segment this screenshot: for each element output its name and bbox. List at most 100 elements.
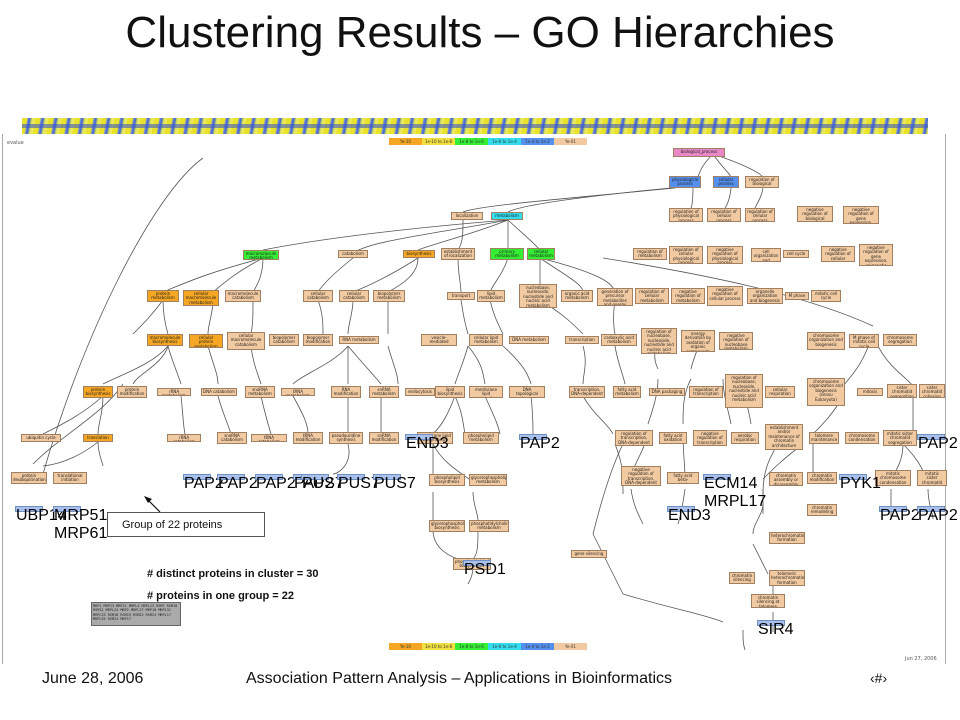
- go-node-snrna-metabolism: snRNA metabolism: [369, 386, 399, 398]
- go-node-neg-regulation-metabolism: negative regulation of metabolism: [671, 288, 705, 304]
- go-node-phospholipid-biosynthesis: phospholipid biosynthesis: [429, 474, 465, 486]
- go-node-fatty-acid-metabolism: fatty acid metabolism: [613, 386, 641, 398]
- go-node-chromosome-organization: chromosome organization and biogenesis: [807, 332, 845, 350]
- go-node-macromolecule-biosynthesis: macromolecule biosynthesis: [147, 334, 183, 346]
- go-node-transcription: transcription: [565, 336, 599, 344]
- go-node-mitotic-sister-chromatid-segregation: mitotic sister chromatid segregation: [883, 430, 917, 446]
- go-node-regulation-nucleobase-b: regulation of nucleobase, nucleoside, nu…: [725, 374, 763, 408]
- go-node-primary-metabolism: primary metabolism: [490, 248, 524, 260]
- legend-bottom-item-1: Ye-10: [389, 643, 422, 650]
- gene-pap2-f: PAP2: [879, 506, 920, 524]
- gene-pus7-b: PUS7: [337, 474, 380, 492]
- go-node-chromosome-condensation: chromosome condensation: [845, 432, 879, 444]
- gene-pap2-a: PAP2: [183, 474, 224, 492]
- note-group-proteins: # proteins in one group = 22: [147, 590, 294, 602]
- go-node-biopolymer-catabolism: biopolymer catabolism: [269, 334, 299, 346]
- legend-bottom-item-3: 1e-8 to 1e-6: [455, 643, 488, 650]
- go-node-rna-metabolism: RNA metabolism: [339, 336, 379, 344]
- footer-page-number: ‹#›: [870, 670, 888, 686]
- gene-pus7-c: PUS7: [373, 474, 416, 492]
- go-node-sister-chromatid-segregation: sister chromatid segregation: [887, 384, 917, 398]
- legend-item-3: 1e-8 to 1e-6: [455, 138, 488, 145]
- go-node-root: biological_process: [673, 148, 725, 157]
- gene-end3-b: END3: [667, 506, 711, 524]
- go-node-dna-metabolism: DNA metabolism: [509, 336, 549, 344]
- go-node-transcription-dna: transcription, DNA-dependent: [569, 386, 605, 398]
- go-node-chromatin-silencing: chromatin silencing: [729, 572, 755, 584]
- go-node-trna-modification: tRNA modification: [293, 432, 323, 444]
- go-node-neg-regulation-phys: negative regulation of physiological pro…: [707, 246, 743, 264]
- legend-item-2: 1e-10 to 1e-8: [422, 138, 455, 145]
- go-node-membrane-lipid-metabolism: membrane lipid metabolism: [469, 386, 503, 398]
- go-node-sister-chromatid-cohesion: sister chromatid cohesion: [919, 384, 945, 398]
- gene-pap2-c: PAP2: [255, 474, 296, 492]
- go-node-carboxylic-acid-metabolism: carboxylic acid metabolism: [601, 334, 637, 346]
- group-callout: Group of 22 proteins: [107, 512, 265, 537]
- go-node-neg-regulation-transcription: negative regulation of transcription: [693, 430, 727, 446]
- legend-item-6: Ye-01: [554, 138, 587, 145]
- go-node-mitotic-chromosome-condensation: mitotic chromosome condensation: [875, 470, 911, 486]
- legend-item-4: 1e-6 to 1e-4: [488, 138, 521, 145]
- go-node-regulation-cellular-process: regulation of cellular process: [707, 208, 741, 222]
- go-node-chromosome-organization-euk: chromosome organization and biogenesis (…: [807, 378, 845, 406]
- legend-bottom-item-2: 1e-10 to 1e-8: [422, 643, 455, 650]
- go-node-catabolism: catabolism: [338, 250, 368, 258]
- go-node-protein-modification: protein modification: [117, 386, 147, 398]
- graph-header-label: evalue: [7, 140, 24, 146]
- legend-bottom-item-4: 1e-6 to 1e-4: [488, 643, 521, 650]
- go-node-snrna-modification: snRNA modification: [369, 432, 399, 444]
- go-node-regulation-physiological: regulation of physiological process: [669, 208, 703, 222]
- go-node-neg-regulation-cellular: negative regulation of cellular process: [821, 246, 855, 262]
- go-node-heterochromatin-formation: heterochromatin formation: [769, 532, 805, 544]
- go-node-biopolymer-metabolism: biopolymer metabolism: [373, 290, 405, 302]
- go-node-nucleobase-metabolism: nucleobase, nucleoside, nucleotide and n…: [519, 284, 557, 308]
- go-node-neg-regulation-transcription-dna: negative regulation of transcription, DN…: [621, 466, 661, 486]
- go-node-aerobic-respiration: aerobic respiration: [731, 432, 759, 444]
- go-node-transport: transport: [447, 292, 475, 300]
- go-node-trna-metabolism: tRNA metabolism: [281, 388, 315, 396]
- legend-bottom: Ye-10 1e-10 to 1e-8 1e-8 to 1e-6 1e-6 to…: [389, 643, 587, 650]
- go-node-mitosis: mitosis: [857, 388, 883, 396]
- protein-group-box: MRP1 MRP13 MRP21 MRPL4 MRPL13 RSM7 RSM10…: [91, 602, 181, 626]
- go-node-snorna-metabolism: snoRNA metabolism: [245, 386, 275, 398]
- go-node-lipid-biosynthesis: lipid biosynthesis: [435, 386, 465, 398]
- go-node-cellular-metabolism: cellular metabolism: [527, 248, 555, 260]
- go-node-regulation-metabolism: regulation of metabolism: [633, 248, 667, 260]
- go-node-ubiquitin-cycle: ubiquitin cycle: [21, 434, 61, 442]
- graph-date-label: Jun 27, 2006: [905, 656, 937, 662]
- go-node-cellular-catabolism-2: cellular catabolism: [339, 290, 369, 302]
- gene-pap2-h: PAP2: [917, 434, 958, 452]
- go-node-rna-modification: RNA modification: [331, 386, 361, 398]
- go-node-generation-precursor: generation of precursor metabolites and …: [597, 288, 633, 306]
- go-node-organelle-organization: organelle organization and biogenesis: [747, 288, 783, 304]
- go-node-rrna-catabolism: rRNA catabolism: [167, 434, 201, 442]
- legend-bottom-item-5: 1e-4 to 1e-2: [521, 643, 554, 650]
- go-node-fatty-acid-beta-oxidation: fatty acid beta-oxidation: [667, 472, 699, 484]
- slide-title: Clustering Results – GO Hierarchies: [125, 8, 835, 57]
- go-node-lipid-metabolism: lipid metabolism: [477, 290, 505, 302]
- go-node-cellular-respiration: cellular respiration: [765, 386, 795, 398]
- gene-psd1: PSD1: [463, 560, 506, 578]
- go-node-cellular-protein-metabolism: cellular protein metabolism: [189, 334, 223, 348]
- go-node-establishment-chromatin: establishment and/or maintenance of chro…: [765, 424, 803, 450]
- go-node-cellular-lipid-metabolism: cellular lipid metabolism: [469, 334, 503, 346]
- go-node-neg-regulation-gene: negative regulation of gene expression, …: [843, 206, 879, 224]
- go-node-mitotic-sister-chromatid-cohesion: mitotic sister chromatid cohesion: [917, 470, 947, 486]
- go-node-regulation-transcription: regulation of transcription: [689, 386, 723, 398]
- go-node-chromosome-segregation: chromosome segregation: [883, 334, 917, 346]
- go-node-cellular-macromolecule-catabolism: cellular macromolecule catabolism: [227, 332, 265, 350]
- go-node-translation: translation: [83, 434, 113, 442]
- go-node-biopolymer-modification: biopolymer modification: [303, 334, 333, 346]
- go-node-neg-regulation-cellular-2: negative regulation of cellular process: [707, 286, 743, 306]
- go-node-cellular: cellular process: [713, 176, 739, 188]
- go-node-fatty-acid-oxidation: fatty acid oxidation: [659, 432, 687, 444]
- go-node-chromatin-modification: chromatin modification: [807, 472, 837, 484]
- gene-ecm14: ECM14 MRPL17: [703, 474, 767, 510]
- go-hierarchy-graph: evalue Jun 27, 2006: [2, 134, 958, 664]
- go-node-neg-regulation-gene-2: negative regulation of gene expression, …: [859, 244, 893, 266]
- footer-title: Association Pattern Analysis – Applicati…: [246, 670, 672, 687]
- go-node-chromatin-remodeling: chromatin remodeling: [807, 504, 837, 516]
- gene-pyk1: PYK1: [839, 474, 881, 492]
- go-node-establishment-localization: establishment of localization: [441, 248, 475, 260]
- go-node-trna-catabolism: tRNA catabolism: [251, 434, 287, 442]
